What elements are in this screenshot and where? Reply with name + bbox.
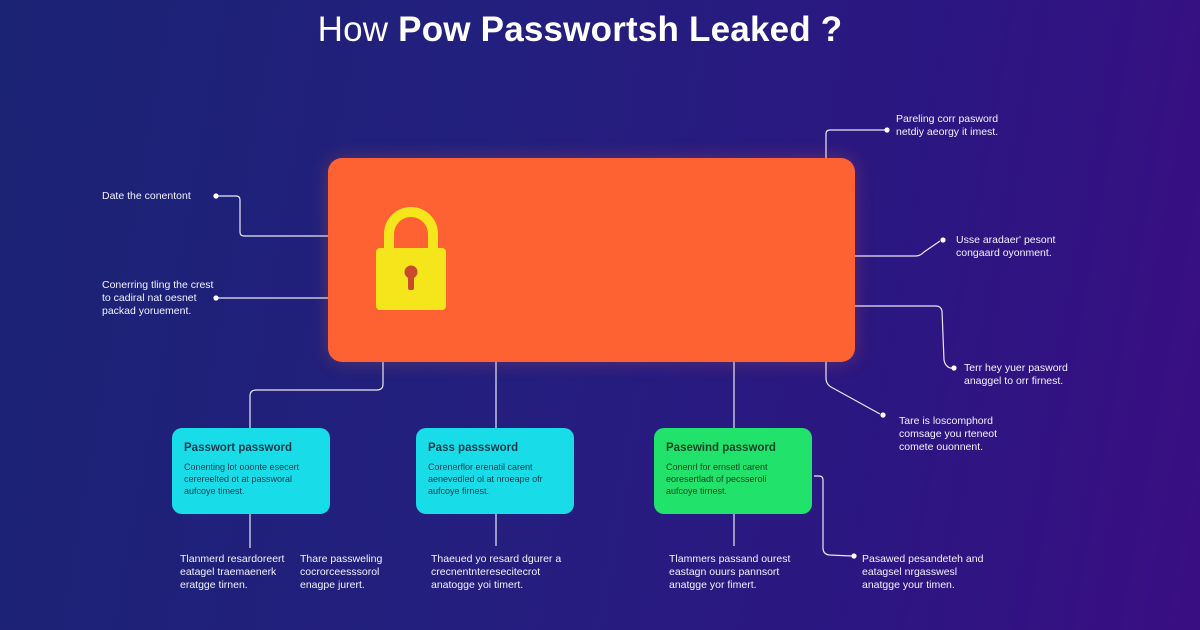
hero-panel xyxy=(328,158,855,362)
label-right-4: Tare is loscomphord comsage you rteneot … xyxy=(899,415,998,453)
label-bottom-2: Thare passweling cocrorceesssorol enagpe… xyxy=(300,553,383,591)
connector-right-2 xyxy=(855,240,941,257)
label-bottom-3: Thaeued yo resard dgurer a crecnentntere… xyxy=(431,553,562,591)
card-title: Passwort password xyxy=(184,442,293,454)
label-left-top: Date the conentont xyxy=(102,190,191,202)
card-body: Conenrl for ernsetl carent eoresertladt … xyxy=(666,462,768,496)
label-bottom-5: Pasawed pesandeteh and eatagsel nrgasswe… xyxy=(862,553,984,591)
page-title: How Pow Passwortsh Leaked ? xyxy=(0,8,1160,52)
label-left-bottom: Conerring tling the crest to cadiral nat… xyxy=(102,279,214,317)
padlock-icon xyxy=(376,207,446,310)
card-passwort-password: Passwort password Conenting lot ooonte e… xyxy=(172,428,330,514)
title-main: Pow Passwortsh Leaked ? xyxy=(398,10,843,49)
card-body: Corenerflor erenatil carent aenevedled o… xyxy=(428,462,543,496)
connector-right-4 xyxy=(825,362,881,415)
connector-dot xyxy=(880,412,886,418)
connector-right-3 xyxy=(855,305,952,369)
connector-card-1 xyxy=(249,362,384,428)
card-title: Pasewind password xyxy=(666,442,776,454)
connector-dot xyxy=(884,127,890,133)
label-bottom-4: Tlammers passand ourest eastagn ouurs pa… xyxy=(669,553,791,591)
card-pasewind-password: Pasewind password Conenrl for ernsetl ca… xyxy=(654,428,812,514)
connector-right-1 xyxy=(825,129,885,158)
card-body: Conenting lot ooonte esecert cerereelted… xyxy=(184,462,300,496)
label-right-2: Usse aradaer' pesont congaard oyonment. xyxy=(956,234,1056,259)
connector-dot xyxy=(213,295,219,301)
connector-dot xyxy=(940,237,946,243)
connector-bottom-5 xyxy=(814,475,853,557)
label-right-3: Terr hey yuer pasword anaggel to orr fir… xyxy=(964,362,1068,387)
card-title: Pass passsword xyxy=(428,442,519,454)
connector-dot xyxy=(213,193,219,199)
connector-left-top xyxy=(218,195,328,237)
label-right-1: Pareling corr pasword netdiy aeorgy it i… xyxy=(896,113,999,138)
card-pass-passsword: Pass passsword Corenerflor erenatil care… xyxy=(416,428,574,514)
connector-dot xyxy=(951,365,957,371)
title-prefix: How xyxy=(317,10,399,49)
connector-dot xyxy=(851,553,857,559)
label-bottom-1: Tlanmerd resardoreert eatagel traemaener… xyxy=(180,553,285,591)
